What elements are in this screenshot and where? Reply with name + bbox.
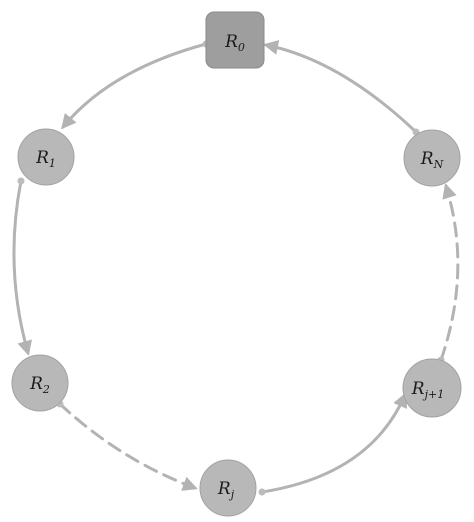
node-rj1: Rj+1 [402,358,462,418]
edge-rj1-to-rn [439,183,460,362]
node-label: R [217,479,231,499]
node-subscript: j [228,488,235,501]
svg-text:R0: R0 [224,32,245,54]
node-subscript: j+1 [422,388,445,401]
edge-r1-to-r2 [12,179,32,356]
node-subscript: N [433,158,444,171]
node-r2: R2 [11,354,69,412]
svg-text:Rj: Rj [217,479,235,501]
node-label: R [411,379,425,399]
svg-text:RN: RN [420,149,444,171]
svg-text:Rj+1: Rj+1 [411,379,444,401]
node-subscript: 1 [49,157,56,170]
node-label: R [29,374,43,394]
connector-dot [17,177,25,185]
svg-text:R1: R1 [35,148,56,170]
edge-rn-to-r0 [263,40,418,134]
node-rj: Rj [199,459,257,517]
svg-text:R2: R2 [29,374,50,396]
node-r0: R0 [205,11,265,69]
node-label: R [420,149,434,169]
node-r1: R1 [17,128,75,186]
node-label: R [224,32,238,52]
node-label: R [35,148,49,168]
connector-dot [258,488,266,496]
node-subscript: 2 [42,383,50,396]
edge-r0-to-r1 [61,42,208,130]
edge-r2-to-rj [58,402,198,491]
edge-rj-to-rj1 [260,392,408,494]
node-rn: RN [403,129,461,187]
node-subscript: 0 [238,41,245,54]
